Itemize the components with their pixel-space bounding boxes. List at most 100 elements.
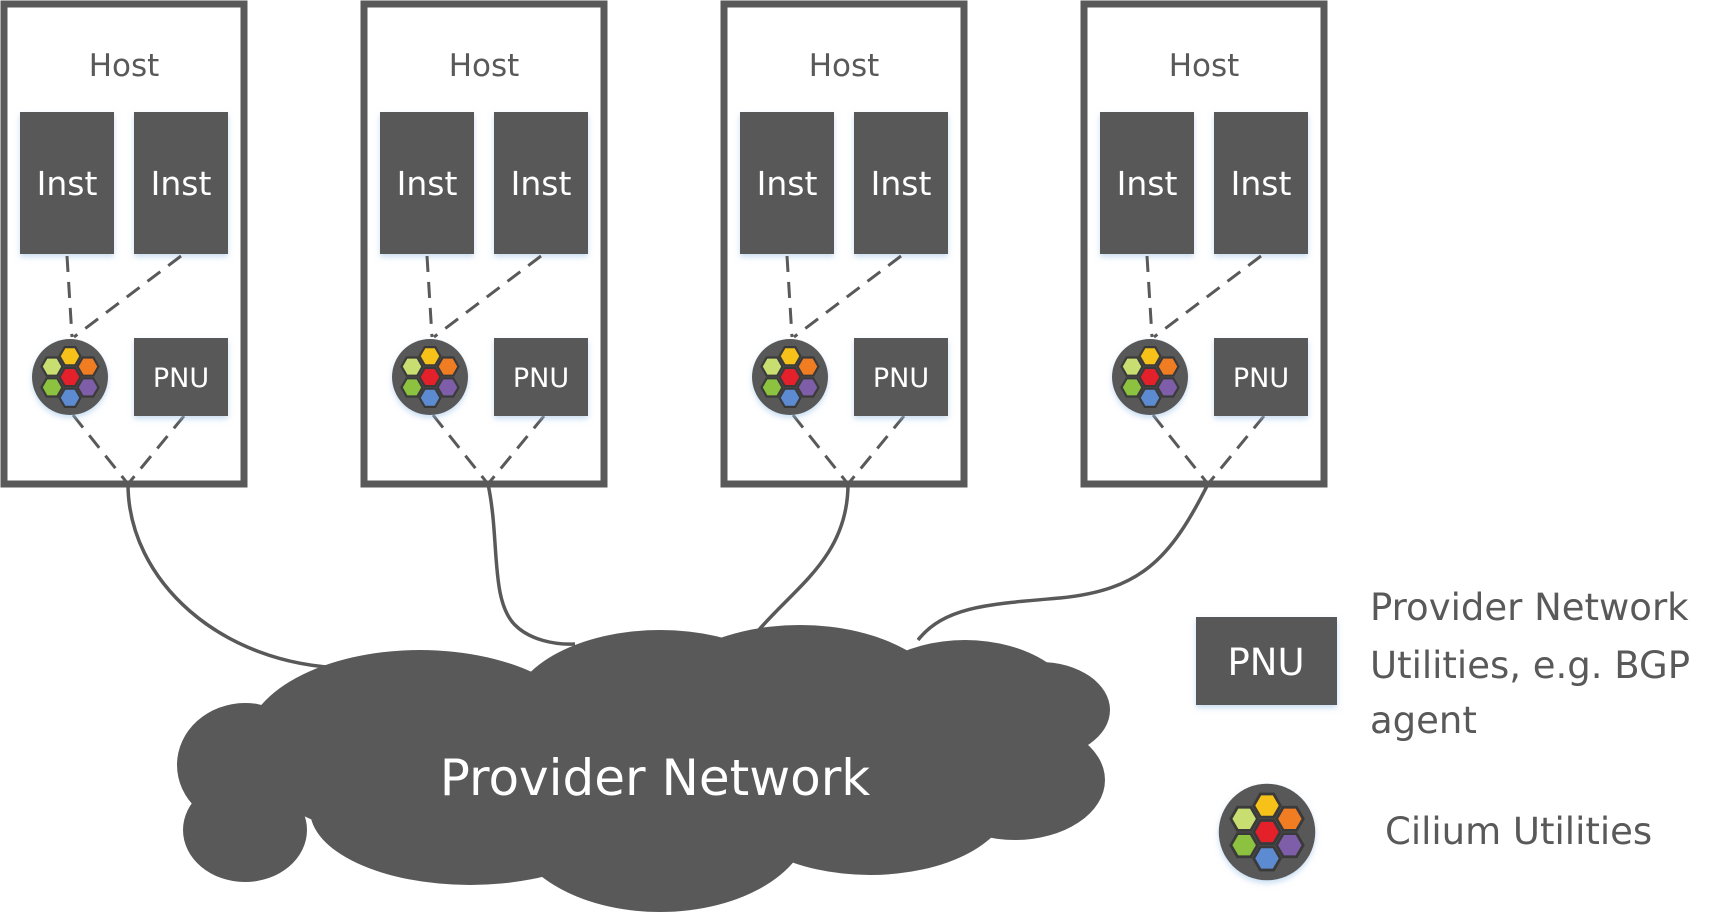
dashed-link [791, 414, 850, 485]
instance-2: Inst [494, 112, 588, 254]
cilium-utilities-icon [1112, 339, 1188, 415]
provider-network-label: Provider Network [440, 749, 871, 807]
hex-orange [796, 356, 820, 377]
hex-green [400, 377, 424, 398]
legend-pnu-box [1196, 617, 1337, 705]
hex-purple [796, 377, 820, 398]
hex-purple [76, 377, 100, 398]
legend-cilium-description: Cilium Utilities [1385, 810, 1652, 853]
network-cable-1 [126, 483, 346, 670]
instance-box [1100, 112, 1194, 254]
hex-orange [436, 356, 460, 377]
instance-box [20, 112, 114, 254]
hex-yellow [778, 346, 802, 367]
legend-cilium: Cilium Utilities [1218, 783, 1652, 881]
hex-blue [1138, 387, 1162, 408]
dashed-link [73, 254, 182, 339]
instance-label: Inst [757, 164, 818, 203]
instance-label: Inst [397, 164, 458, 203]
hex-lightgreen [1120, 356, 1144, 377]
dashed-link [431, 414, 490, 485]
pnu: PNU [134, 338, 228, 416]
hex-yellow [58, 346, 82, 367]
pnu: PNU [854, 338, 948, 416]
host-label: Host [89, 48, 160, 84]
cilium-utilities-icon [32, 339, 108, 415]
dashed-link [1151, 414, 1210, 485]
dashed-link [433, 254, 542, 339]
hex-orange [1274, 805, 1305, 832]
hex-green [1229, 832, 1260, 859]
instance-box [380, 112, 474, 254]
pnu-box [854, 338, 948, 416]
dashed-link [1145, 255, 1154, 338]
dashed-link [65, 255, 74, 338]
pnu-label: PNU [153, 363, 209, 394]
hex-yellow [1138, 346, 1162, 367]
instance-1: Inst [1100, 112, 1194, 254]
hex-lightgreen [1229, 805, 1260, 832]
instance-label: Inst [511, 164, 572, 203]
cilium-utilities-icon [1218, 783, 1316, 881]
hex-blue [778, 387, 802, 408]
instance-1: Inst [380, 112, 474, 254]
legend-pnu-box-label: PNU [1227, 641, 1304, 684]
hex-red [1252, 819, 1282, 845]
instance-1: Inst [740, 112, 834, 254]
legend-pnu: PNU Provider Network Utilities, e.g. BGP… [1196, 586, 1690, 742]
cilium-utilities-icon [1218, 783, 1316, 881]
instance-1: Inst [20, 112, 114, 254]
instance-box [494, 112, 588, 254]
dashed-link [425, 255, 434, 338]
hex-blue [58, 387, 82, 408]
pnu: PNU [1214, 338, 1308, 416]
instance-2: Inst [854, 112, 948, 254]
legend-pnu-description-line-2: Utilities, e.g. BGP [1370, 644, 1690, 687]
provider-network-cloud: Provider Network [177, 625, 1110, 912]
hex-green [760, 377, 784, 398]
dashed-link [785, 255, 794, 338]
instance-label: Inst [1231, 164, 1292, 203]
dashed-link [71, 414, 130, 485]
hex-orange [76, 356, 100, 377]
instance-label: Inst [37, 164, 98, 203]
cilium-utilities-icon [392, 339, 468, 415]
instance-box [1214, 112, 1308, 254]
hex-purple [1156, 377, 1180, 398]
legend-pnu-description-line-3: agent [1370, 699, 1477, 742]
hex-blue [418, 387, 442, 408]
instance-label: Inst [151, 164, 212, 203]
pnu-box [134, 338, 228, 416]
dashed-link [1206, 415, 1266, 485]
hex-lightgreen [40, 356, 64, 377]
dashed-link [1153, 254, 1262, 339]
hex-blue [1252, 845, 1282, 872]
host-label: Host [1169, 48, 1240, 84]
pnu: PNU [494, 338, 588, 416]
hex-green [1120, 377, 1144, 398]
host-box [1080, 0, 1328, 488]
dashed-link [793, 254, 902, 339]
instance-box [134, 112, 228, 254]
network-cable-2 [486, 483, 576, 646]
host-box [720, 0, 968, 488]
legend: PNU Provider Network Utilities, e.g. BGP… [1196, 586, 1690, 881]
hex-lightgreen [400, 356, 424, 377]
instance-box [740, 112, 834, 254]
dashed-link [846, 415, 906, 485]
hex-yellow [418, 346, 442, 367]
instance-box [854, 112, 948, 254]
legend-pnu-description-line-1: Provider Network [1370, 586, 1689, 629]
hex-green [40, 377, 64, 398]
instance-2: Inst [134, 112, 228, 254]
network-cable-3 [750, 483, 850, 640]
hex-purple [436, 377, 460, 398]
cilium-utilities-icon [752, 339, 828, 415]
hex-lightgreen [760, 356, 784, 377]
hex-purple [1274, 832, 1305, 859]
host-label: Host [809, 48, 880, 84]
